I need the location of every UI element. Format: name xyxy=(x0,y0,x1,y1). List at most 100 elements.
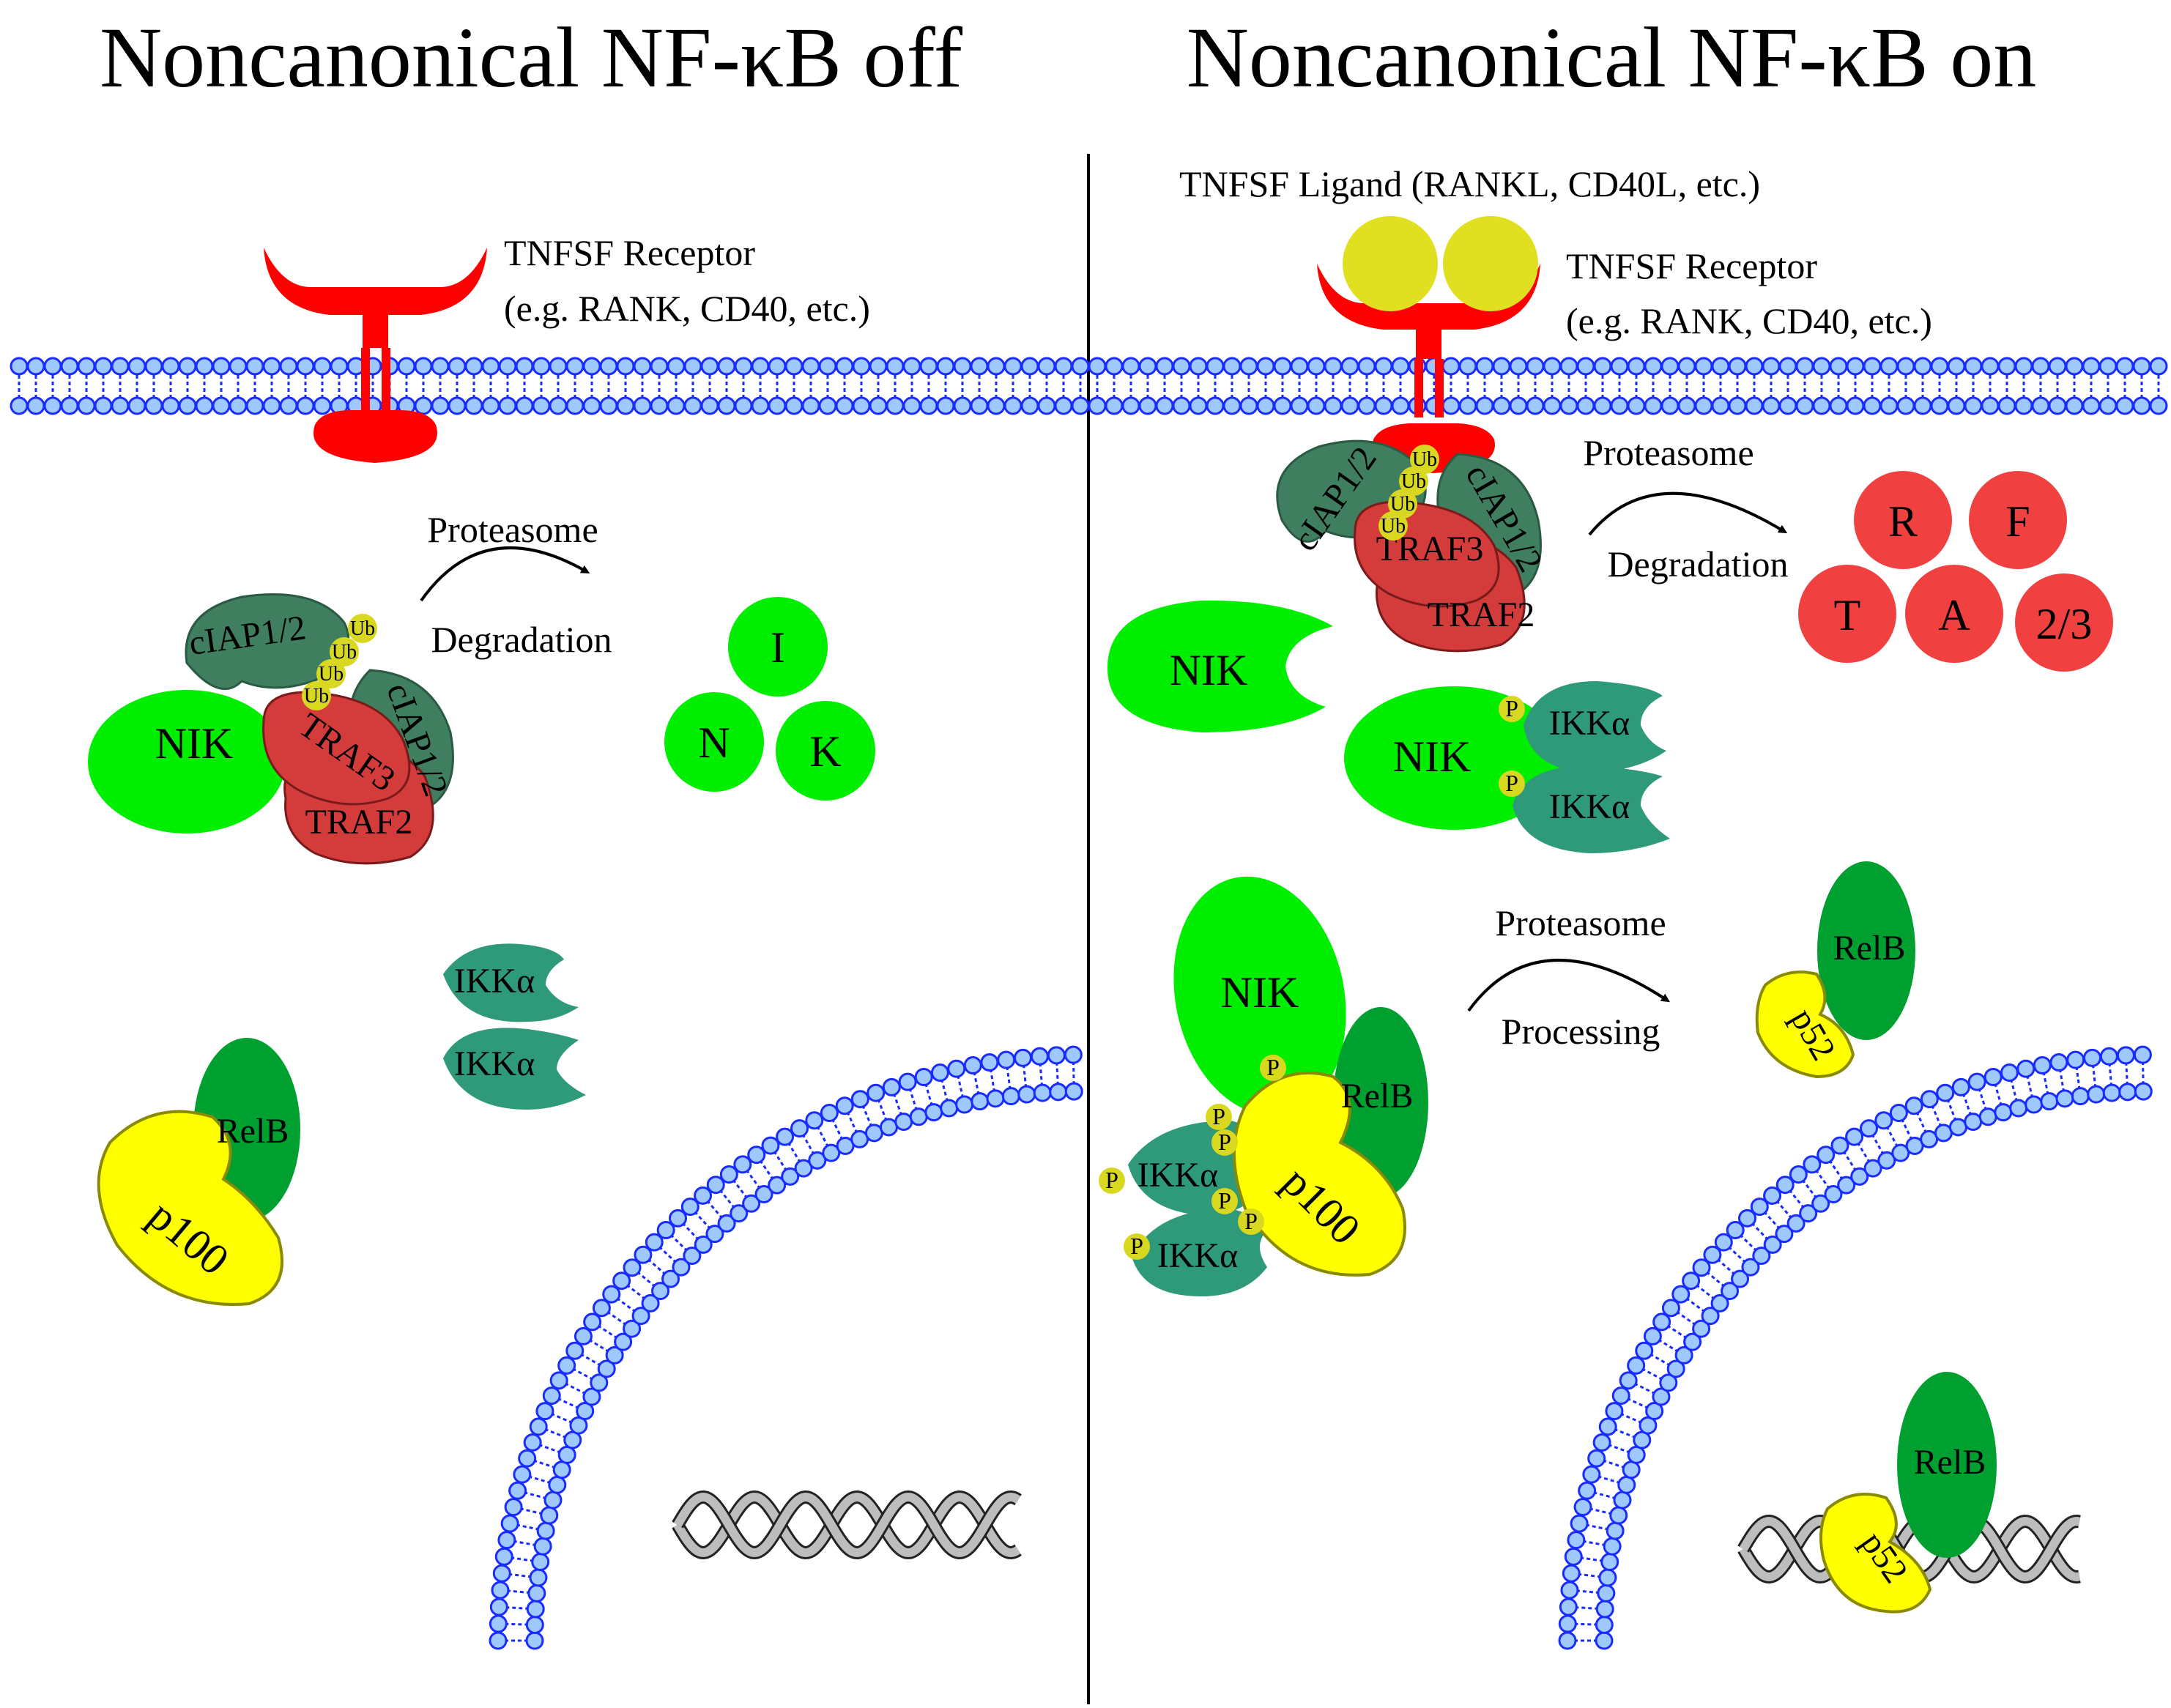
traf-fragment-23-label: 2/3 xyxy=(2036,600,2093,648)
traf-fragment-r-label: R xyxy=(1888,497,1918,546)
ikka-complex-1-label: IKKα xyxy=(1138,1156,1218,1195)
p52-right-cyto xyxy=(1755,970,1855,1079)
traf-fragment-23 xyxy=(2015,573,2113,672)
receptor-label-left-1: TNFSF Receptor xyxy=(504,232,755,273)
ubiquitin-4 xyxy=(1378,511,1408,541)
relb-right-cyto xyxy=(1817,861,1915,1040)
traf2-left-label: TRAF2 xyxy=(305,803,413,842)
phosphate-5 xyxy=(1211,1188,1238,1214)
phosphate-2 xyxy=(1499,771,1525,797)
nik-left xyxy=(88,690,286,833)
traf2-right-label: TRAF2 xyxy=(1428,595,1535,634)
nik-fragment-n xyxy=(664,692,764,792)
phosphate-label: P xyxy=(1212,1103,1225,1129)
title-on: Noncanonical NF-κB on xyxy=(1187,10,2037,105)
p100-complex xyxy=(1233,1072,1406,1277)
receptor-label-right-1: TNFSF Receptor xyxy=(1566,245,1817,286)
receptor-left xyxy=(264,248,487,463)
relb-right-nucleus xyxy=(1897,1372,1997,1558)
ubiquitin-label: Ub xyxy=(1401,470,1426,493)
traf-fragment-t xyxy=(1798,565,1896,663)
phosphate-label: P xyxy=(1505,695,1518,721)
nik-right-bound-label: NIK xyxy=(1393,732,1472,781)
phosphate-4 xyxy=(1099,1167,1125,1194)
phosphate-label: P xyxy=(1244,1208,1258,1234)
nik-fragment-k xyxy=(776,701,875,801)
nik-fragment-i xyxy=(728,597,828,697)
ikka-left-1-label: IKKα xyxy=(454,962,535,1000)
nuclear-membrane-left xyxy=(489,1045,1083,1650)
phosphate-2 xyxy=(1206,1104,1232,1130)
phosphate-label: P xyxy=(1218,1187,1231,1214)
relb-left-label: RelB xyxy=(217,1112,289,1151)
phosphate-1 xyxy=(1499,696,1525,722)
ikka-dimer-left xyxy=(443,943,586,1110)
proteasome-label-left: Proteasome xyxy=(427,509,598,550)
nik-right-free-label: NIK xyxy=(1170,646,1248,694)
ikka-right-2-label: IKKα xyxy=(1549,787,1630,826)
ubiquitin-4 xyxy=(302,681,331,710)
phosphate-1 xyxy=(1260,1055,1286,1081)
ubiquitin-2 xyxy=(1399,467,1428,496)
phosphate-label: P xyxy=(1218,1129,1231,1155)
proteasome-label-processing: Proteasome xyxy=(1495,902,1666,943)
ubiquitin-label: Ub xyxy=(304,685,329,708)
traf-fragment-t-label: T xyxy=(1834,591,1861,639)
ikka-left-2-label: IKKα xyxy=(454,1044,535,1083)
ubiquitin-3 xyxy=(1388,489,1417,519)
traf-fragment-f-label: F xyxy=(2005,497,2030,546)
traf-fragment-f xyxy=(1969,471,2067,569)
relb-right-cyto-label: RelB xyxy=(1833,929,1906,968)
traf-fragment-a-label: A xyxy=(1938,591,1970,639)
proteasome-label-right: Proteasome xyxy=(1583,432,1753,473)
degradation-arrow-right xyxy=(1588,491,1788,536)
degradation-label-right: Degradation xyxy=(1607,543,1788,584)
phosphate-label: P xyxy=(1266,1054,1280,1080)
phosphate-3 xyxy=(1211,1129,1238,1156)
phosphate-label: P xyxy=(1505,770,1518,796)
receptor-label-left-2: (e.g. RANK, CD40, etc.) xyxy=(504,288,870,329)
p52-right-nucleus xyxy=(1819,1493,1932,1614)
ligand-2 xyxy=(1443,216,1538,311)
receptor-label-right-2: (e.g. RANK, CD40, etc.) xyxy=(1566,300,1932,341)
ikka-complex-2-label: IKKα xyxy=(1157,1236,1238,1275)
ubiquitin-label: Ub xyxy=(1381,515,1406,538)
ubiquitin-2 xyxy=(330,637,359,667)
nik-left-label: NIK xyxy=(155,719,234,768)
phosphate-label: P xyxy=(1130,1233,1143,1259)
ubiquitin-label: Ub xyxy=(319,663,344,686)
p100-left xyxy=(97,1110,283,1306)
nik-right-free xyxy=(1107,600,1333,732)
degradation-arrow-left xyxy=(420,546,590,602)
processing-arrow xyxy=(1467,959,1671,1012)
degradation-label-left: Degradation xyxy=(431,619,612,660)
nik-fragment-n-label: N xyxy=(698,719,730,767)
relb-right-nucleus-label: RelB xyxy=(1914,1443,1986,1482)
phosphate-6 xyxy=(1238,1208,1264,1235)
nik-fragment-i-label: I xyxy=(771,623,785,672)
phosphate-label: P xyxy=(1105,1167,1118,1193)
dna-left xyxy=(672,1490,1022,1560)
ikka-phosphates: PP xyxy=(1499,695,1525,797)
nik-complex-label: NIK xyxy=(1221,968,1299,1017)
nuclear-membrane-right xyxy=(1558,1045,2153,1650)
relb-complex xyxy=(1333,1007,1428,1198)
traf-fragment-r xyxy=(1854,471,1952,569)
title-off: Noncanonical NF-κB off xyxy=(100,10,963,105)
ubiquitin-label: Ub xyxy=(332,641,357,664)
ikka-right-1-label: IKKα xyxy=(1549,704,1630,743)
phosphate-7 xyxy=(1124,1233,1150,1260)
nik-fragment-k-label: K xyxy=(809,727,841,776)
nik-complex xyxy=(1173,876,1346,1116)
relb-complex-label: RelB xyxy=(1341,1077,1414,1115)
ligand-1 xyxy=(1343,216,1438,311)
traf-fragment-a xyxy=(1905,565,2003,663)
ubiquitin-1 xyxy=(348,614,377,643)
ligand-label: TNFSF Ligand (RANKL, CD40L, etc.) xyxy=(1179,163,1760,204)
ubiquitin-3 xyxy=(316,659,346,688)
